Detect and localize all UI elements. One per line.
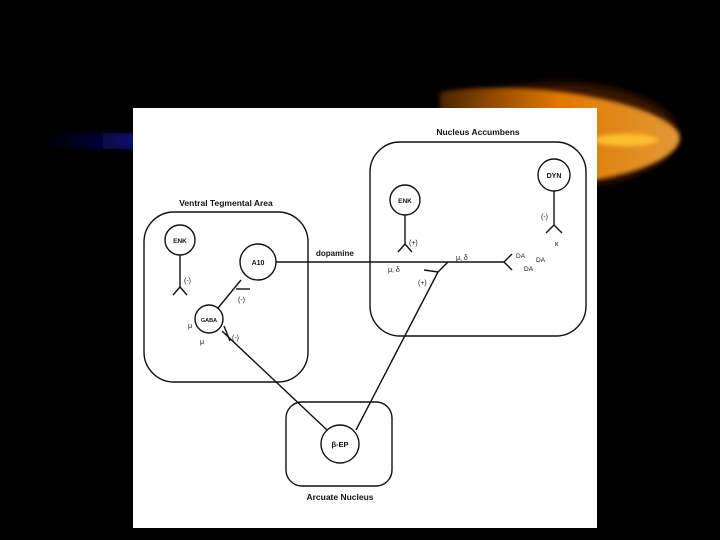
b-ep-label: β-EP [331,440,348,449]
nucleus-accumbens-box [369,141,587,337]
b-ep-to-accumbens-axon [355,271,439,431]
enk-accumbens-terminal [397,242,413,253]
dyn-minus-label: (-) [541,214,548,221]
b-ep-plus-label: (+) [418,280,427,287]
arcuate-nucleus-box [285,401,393,487]
nucleus-accumbens-title: Nucleus Accumbens [436,127,520,137]
gaba-label: GABA [201,318,217,324]
a10-minus-label: (-) [238,297,245,304]
gaba-cell [194,304,224,334]
b-ep-gaba-terminal [223,325,231,342]
ventral-tegmental-area-title: Ventral Tegmental Area [179,198,273,208]
b-ep-mu-label: μ [200,339,204,346]
enk-accumbens-label: ENK [398,198,412,205]
da-label-3: DA [524,266,534,273]
b-ep-accumbens-terminal [423,261,449,273]
mu-delta-right-label: μ, δ [456,255,468,262]
enk-vta-minus-label: (-) [184,278,191,285]
da-label-1: DA [516,253,526,260]
da-label-2: DA [536,257,546,264]
enk-vta-label: ENK [173,238,187,245]
da-terminal [503,253,513,271]
diagram [143,141,587,487]
ventral-tegmental-area-box [143,211,309,383]
b-ep-to-gaba-axon [221,330,328,431]
diagram-panel [133,108,597,528]
dyn-terminal [545,224,563,234]
dopamine-label: dopamine [316,249,354,258]
dyn-label: DYN [547,173,562,180]
gaba-minus-label: (-) [232,335,239,342]
arcuate-nucleus-title: Arcuate Nucleus [306,492,373,502]
enk-vta-terminal [172,285,188,296]
enk-plus-label: (+) [409,240,418,247]
kappa-label: κ [555,241,559,248]
mu-delta-left-label: μ, δ [388,267,400,274]
b-ep-cell [320,424,360,464]
a10-label: A10 [252,260,265,267]
gaba-to-a10-axon [217,279,242,309]
yellow-highlight [594,134,658,146]
gaba-mu-label: μ [188,323,192,330]
